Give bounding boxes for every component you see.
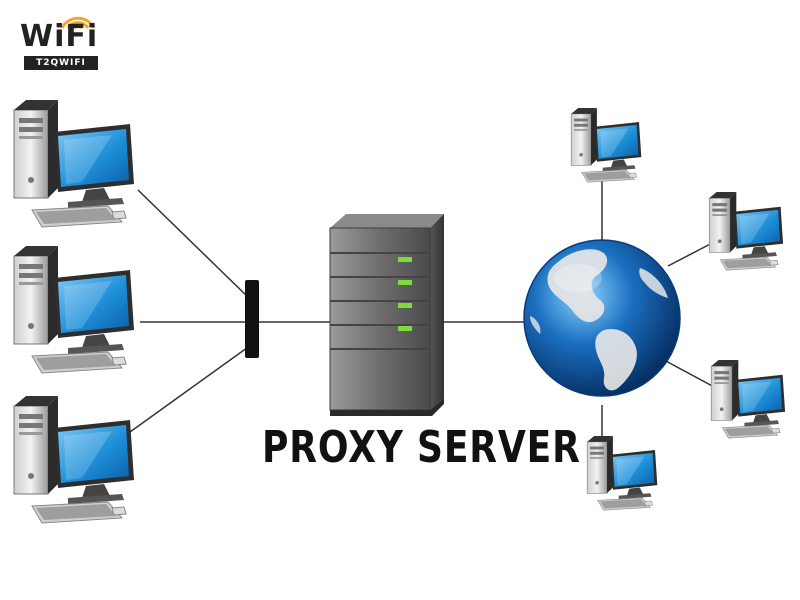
- remote-computer-1: [570, 108, 642, 183]
- edge-client-3-switch: [129, 344, 252, 433]
- edge-client-1-switch: [137, 189, 252, 301]
- remote-computer-2: [708, 192, 784, 271]
- network-switch-bar: [245, 280, 259, 358]
- wifi-signal-icon: [60, 16, 96, 30]
- client-computer-1: [13, 100, 135, 228]
- remote-computer-4: [586, 436, 658, 511]
- brand-logo: WiFi T2QWIFI: [20, 10, 102, 72]
- diagram-title: PROXY SERVER: [262, 422, 581, 473]
- client-computer-3: [13, 396, 135, 524]
- logo-wordmark: WiFi: [20, 19, 99, 54]
- connections: [129, 178, 719, 442]
- proxy-server-icon: [329, 214, 444, 416]
- internet-globe-icon: [523, 239, 681, 397]
- logo-subtitle: T2QWIFI: [24, 56, 98, 70]
- client-computer-2: [13, 246, 135, 374]
- remote-computer-3: [710, 360, 786, 439]
- edge-internet-remote-3: [663, 359, 717, 389]
